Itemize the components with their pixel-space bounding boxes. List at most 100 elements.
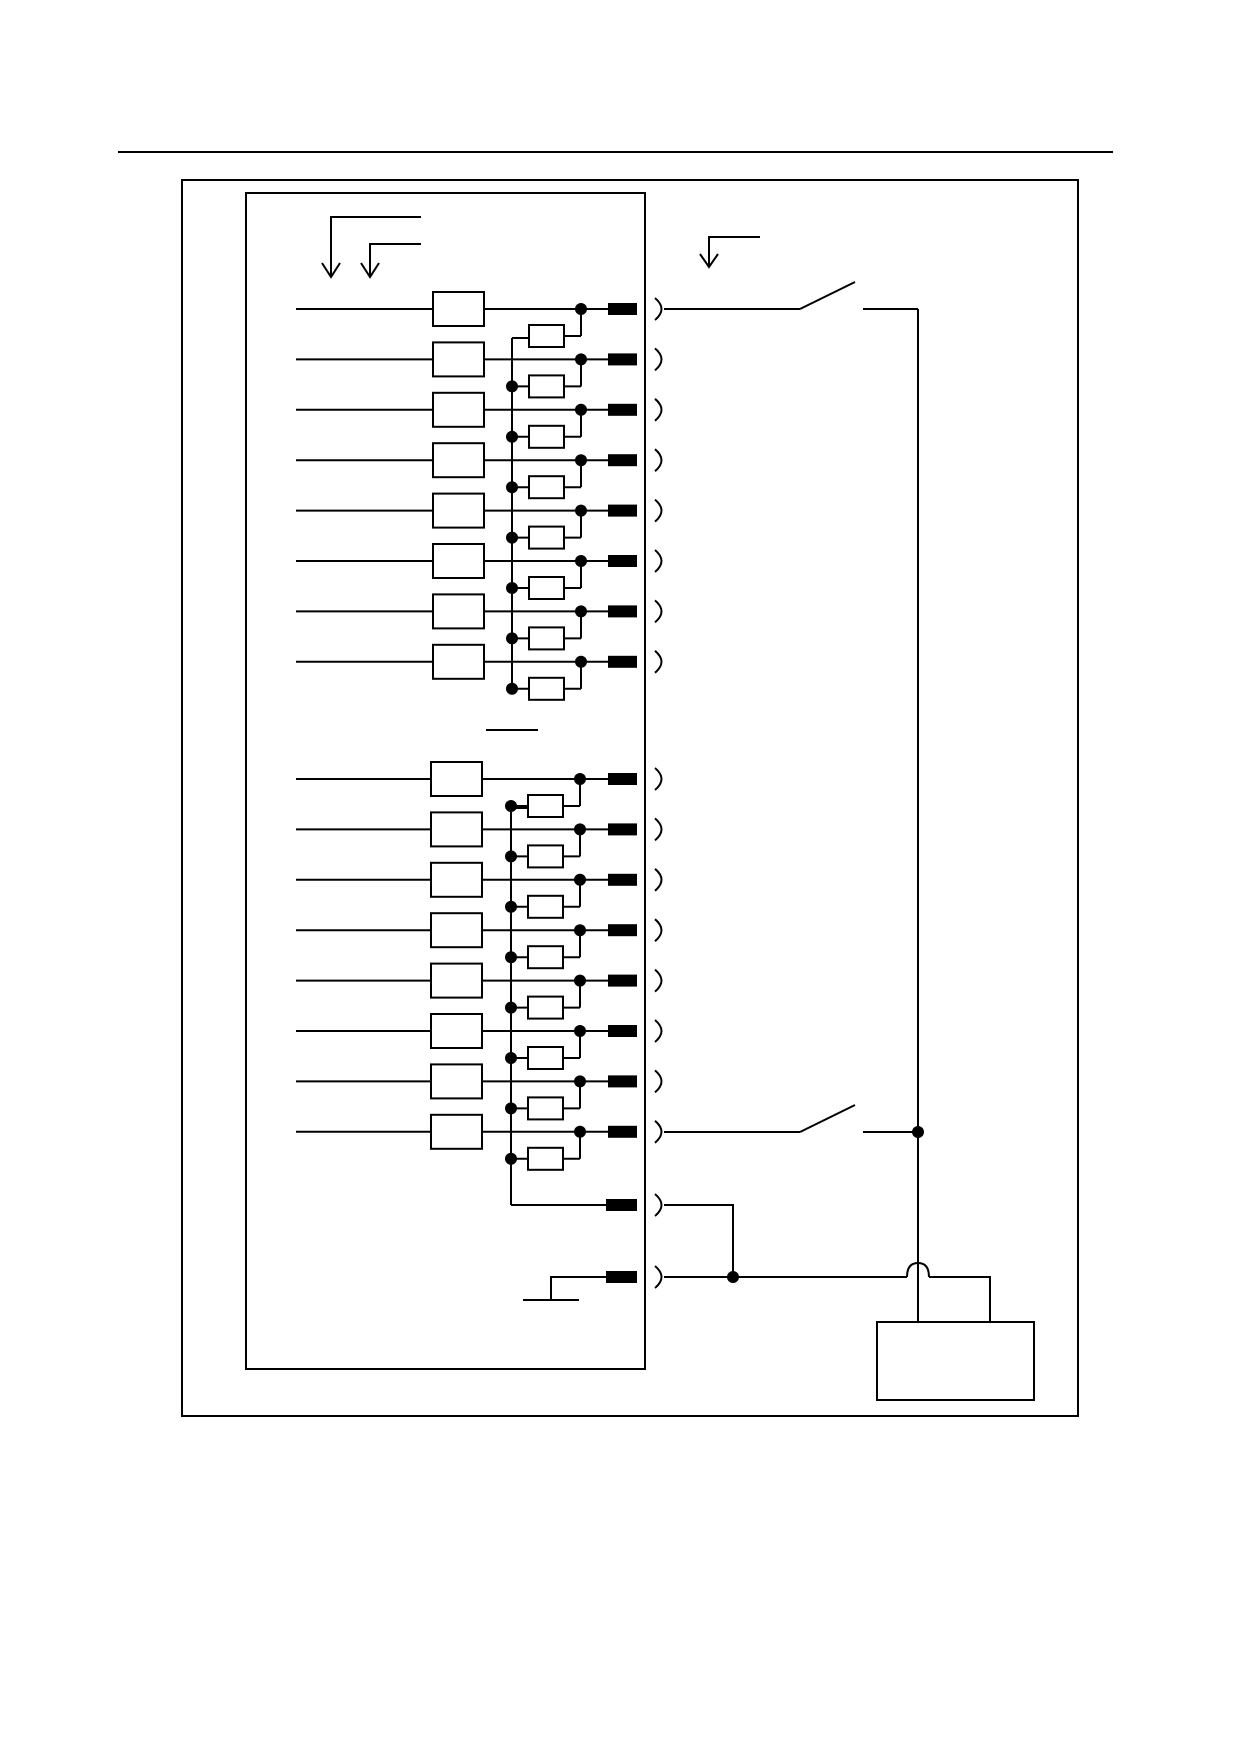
upper-output-group-driver-box: [432, 442, 485, 479]
lower-output-group-connector-socket: [654, 1019, 663, 1043]
upper-output-group-bus-node: [506, 430, 518, 443]
lower-output-group-bus-node: [505, 800, 517, 812]
upper-output-group-bus-node: [506, 582, 518, 594]
ground-junction-node: [727, 1271, 739, 1283]
upper-output-group-bus-node: [506, 380, 518, 393]
upper-output-group-driver-box: [432, 543, 485, 579]
arrowhead-2: [360, 262, 380, 279]
upper-output-group-terminal-block: [608, 555, 637, 567]
upper-output-group-terminal-block: [608, 605, 637, 618]
upper-output-group-connector-socket: [654, 498, 663, 523]
upper-output-group-output-node: [575, 504, 587, 517]
external-power-supply-box: [876, 1321, 1035, 1401]
upper-output-group-connector-socket: [654, 549, 663, 573]
lower-output-group-resistor: [527, 794, 564, 818]
ground-terminal-block: [606, 1271, 637, 1283]
lower-output-group-terminal-block: [608, 974, 637, 987]
lower-output-group-resistor: [527, 894, 564, 919]
upper-output-group-terminal-block: [608, 655, 637, 668]
lower-output-group-terminal-block: [608, 773, 637, 785]
lower-output-group-bus-node: [505, 951, 517, 964]
outer-enclosure-frame: [181, 179, 1079, 1417]
upper-output-group-driver-box: [432, 492, 485, 529]
lower-output-group-driver-box: [430, 1013, 483, 1049]
lower-output-group-connector-socket: [654, 868, 663, 892]
lower-output-group-connector-socket: [654, 1120, 663, 1144]
upper-output-group-resistor: [528, 374, 565, 399]
upper-output-group-resistor: [528, 676, 565, 701]
lower-output-group-terminal-block: [608, 823, 637, 836]
common-terminal-socket: [654, 1193, 663, 1217]
upper-output-group-terminal-block: [608, 303, 637, 315]
upper-output-group-connector-socket: [654, 398, 663, 422]
lower-output-group-bus-node: [505, 1152, 517, 1165]
upper-output-group-resistor: [528, 475, 565, 500]
lower-output-group-driver-box: [430, 962, 483, 999]
ground-terminal-socket: [654, 1265, 663, 1289]
lower-output-group-bus-node: [505, 900, 517, 913]
upper-output-group-connector-socket: [654, 599, 663, 624]
upper-output-group-terminal-block: [608, 504, 637, 517]
common-terminal-block: [606, 1199, 637, 1211]
lower-output-group-bus-node: [505, 1001, 517, 1014]
ext-ground-to-box: [929, 1276, 991, 1322]
upper-output-group-driver-box: [432, 341, 485, 378]
lower-output-group-bus-node: [505, 1052, 517, 1064]
lower-output-group-resistor: [527, 1046, 564, 1070]
upper-output-group-bus-node: [506, 682, 518, 695]
upper-output-group-connector-socket: [654, 650, 663, 674]
lower-output-group-connector-socket: [654, 918, 663, 942]
switch-1-blade: [799, 281, 856, 310]
arrowhead-1: [321, 262, 341, 279]
lower-output-group-terminal-block: [608, 1025, 637, 1037]
upper-output-group-driver-box: [432, 391, 485, 428]
upper-output-group-connector-socket: [654, 347, 663, 372]
upper-output-group-terminal-block: [608, 353, 637, 366]
switch-2-blade: [799, 1104, 856, 1133]
signal-arrow-2: [369, 243, 421, 277]
lower-output-group-driver-box: [430, 1063, 483, 1100]
ext-common-wire: [664, 1204, 734, 1277]
lower-output-group-driver-box: [430, 811, 483, 848]
lower-output-group-resistor: [527, 1146, 564, 1171]
ground-terminal-line: [550, 1276, 606, 1300]
module-outline: [245, 192, 646, 1370]
lower-output-group-bus-node: [505, 1102, 517, 1115]
upper-output-group-connector-socket: [654, 448, 663, 472]
lower-output-group-resistor: [527, 945, 564, 970]
upper-output-group-driver-box: [432, 643, 485, 680]
lower-output-group-bus-node: [505, 850, 517, 863]
lower-output-group-driver-box: [430, 761, 483, 797]
lower-output-group-resistor: [527, 995, 564, 1020]
upper-output-group-connector-socket: [654, 297, 663, 321]
lower-output-group-connector-socket: [654, 1069, 663, 1094]
upper-output-group-driver-box: [432, 291, 485, 327]
lower-output-group-terminal-block: [608, 1075, 637, 1088]
upper-output-group-resistor: [528, 424, 565, 449]
lower-output-group-driver-box: [430, 1113, 483, 1150]
lower-output-group-connector-socket: [654, 767, 663, 791]
lower-output-group-terminal-block: [608, 873, 637, 886]
upper-output-group-resistor: [528, 525, 565, 550]
wire-crossover-hop: [906, 1261, 930, 1278]
upper-output-group-bus-node: [506, 481, 518, 494]
upper-output-group-driver-box: [432, 593, 485, 630]
upper-output-group-resistor: [528, 626, 565, 651]
lower-output-group-resistor: [527, 844, 564, 869]
lower-output-group-driver-box: [430, 861, 483, 898]
upper-output-group-resistor: [528, 576, 565, 600]
upper-output-group-terminal-block: [608, 454, 637, 467]
upper-output-group-bus-node: [506, 632, 518, 645]
signal-arrow-1: [330, 216, 421, 277]
lower-output-group-terminal-block: [608, 924, 637, 937]
signal-arrow-3: [708, 236, 760, 267]
upper-output-group-terminal-block: [608, 403, 637, 416]
lower-output-group-resistor: [527, 1096, 564, 1121]
upper-output-group-resistor: [528, 324, 565, 348]
supply-junction-node: [912, 1126, 924, 1138]
arrowhead-3: [699, 253, 719, 269]
upper-output-group-bus-node: [506, 531, 518, 544]
lower-output-group-connector-socket: [654, 968, 663, 993]
lower-output-group-terminal-block: [608, 1125, 637, 1138]
